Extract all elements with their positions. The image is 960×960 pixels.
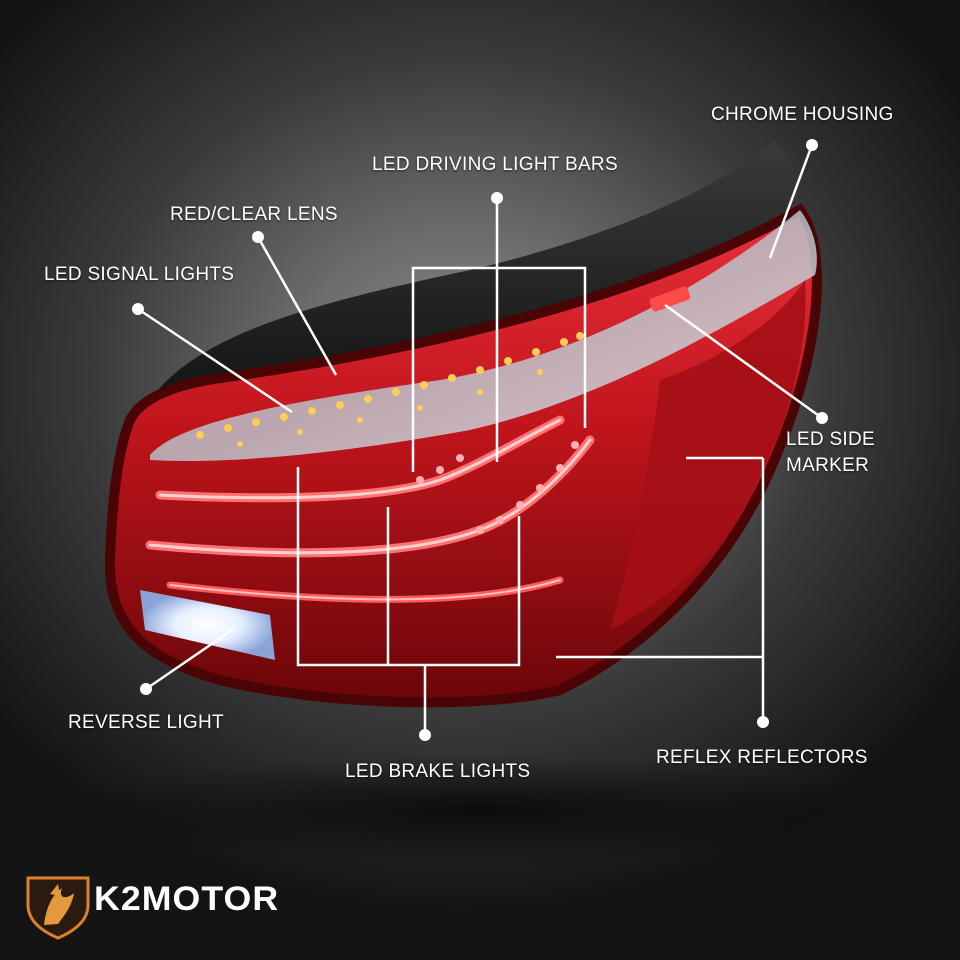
brand-shield-icon (26, 876, 90, 940)
led-signal-lights-label: LED SIGNAL LIGHTS (44, 264, 235, 285)
led-side-marker-label: LED SIDE MARKER (786, 427, 875, 479)
reverse-light-lens (140, 590, 275, 660)
led-driving-light-bars-label: LED DRIVING LIGHT BARS (372, 154, 618, 175)
led-side-marker-label-line2: MARKER (786, 455, 870, 476)
chrome-strip (150, 210, 817, 461)
floor-shadow (60, 755, 900, 865)
chrome-housing-label: CHROME HOUSING (711, 104, 894, 125)
light-bar-tubes (145, 415, 595, 603)
lens-rim (104, 203, 822, 708)
signal-led-row (196, 332, 584, 447)
red-clear-lens-label: RED/CLEAR LENS (170, 204, 338, 225)
led-brake-lights-label: LED BRAKE LIGHTS (345, 761, 531, 782)
reflector-panel (610, 280, 806, 630)
brake-led-dots (416, 441, 579, 534)
brand-wordmark: K2MOTOR (94, 880, 280, 918)
callout-dots (132, 139, 828, 741)
led-side-marker-label-line1: LED SIDE (786, 429, 875, 450)
side-marker (649, 286, 691, 312)
tail-light-illustration (104, 140, 822, 708)
callout-lines (137, 144, 823, 735)
reverse-light-label: REVERSE LIGHT (68, 712, 224, 733)
reflex-reflectors-label: REFLEX REFLECTORS (656, 747, 868, 768)
housing-top-trim (150, 140, 794, 420)
